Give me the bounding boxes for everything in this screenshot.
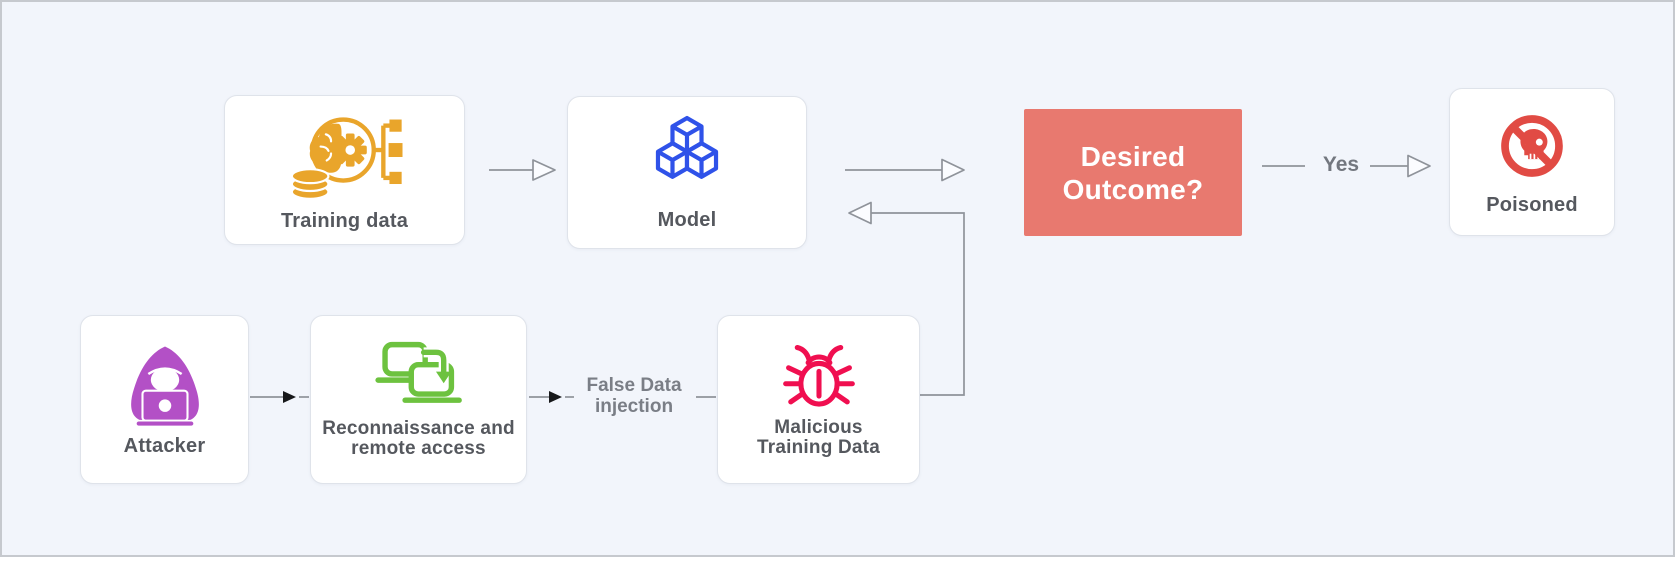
brain-data-icon [290,117,403,200]
edge-label-false-data-injection: False Data injection [586,375,682,417]
node-label: Reconnaissance and remote access [322,418,515,459]
node-training-data: Training data [224,95,465,245]
open-arrowhead-right-icon [941,158,965,182]
node-reconnaissance: Reconnaissance and remote access [310,315,527,484]
open-arrowhead-right-icon [532,159,556,181]
node-desired-outcome: Desired Outcome? [1024,109,1242,236]
edge-attacker-to-recon [250,391,309,403]
remote-access-icon [374,341,462,403]
node-malicious-training-data: Malicious Training Data [717,315,920,484]
node-label: Training data [280,210,409,232]
filled-arrowhead-right-icon [283,391,296,403]
node-label: Malicious Training Data [757,417,880,458]
filled-arrowhead-right-icon [549,391,562,403]
open-arrowhead-right-icon [1407,154,1431,178]
banned-skull-icon [1501,114,1563,177]
edge-label-yes: Yes [1322,153,1360,176]
edge-outcome-to-poisoned [1262,154,1431,178]
hooded-hacker-icon [130,346,199,427]
bug-icon [782,344,855,407]
node-label: Poisoned [1486,193,1578,216]
node-model: Model [567,96,807,249]
decision-label: Desired Outcome? [1062,140,1204,205]
edge-model-to-outcome [845,158,965,182]
node-label: Attacker [123,434,206,457]
edge-training-to-model [489,159,556,181]
edge-recon-to-injection [529,391,574,403]
edge-malicious-to-model [848,201,965,396]
cubes-icon [655,115,719,179]
node-attacker: Attacker [80,315,249,484]
open-arrowhead-left-icon [848,201,872,225]
node-label: Model [657,208,717,231]
node-poisoned: Poisoned [1449,88,1615,236]
